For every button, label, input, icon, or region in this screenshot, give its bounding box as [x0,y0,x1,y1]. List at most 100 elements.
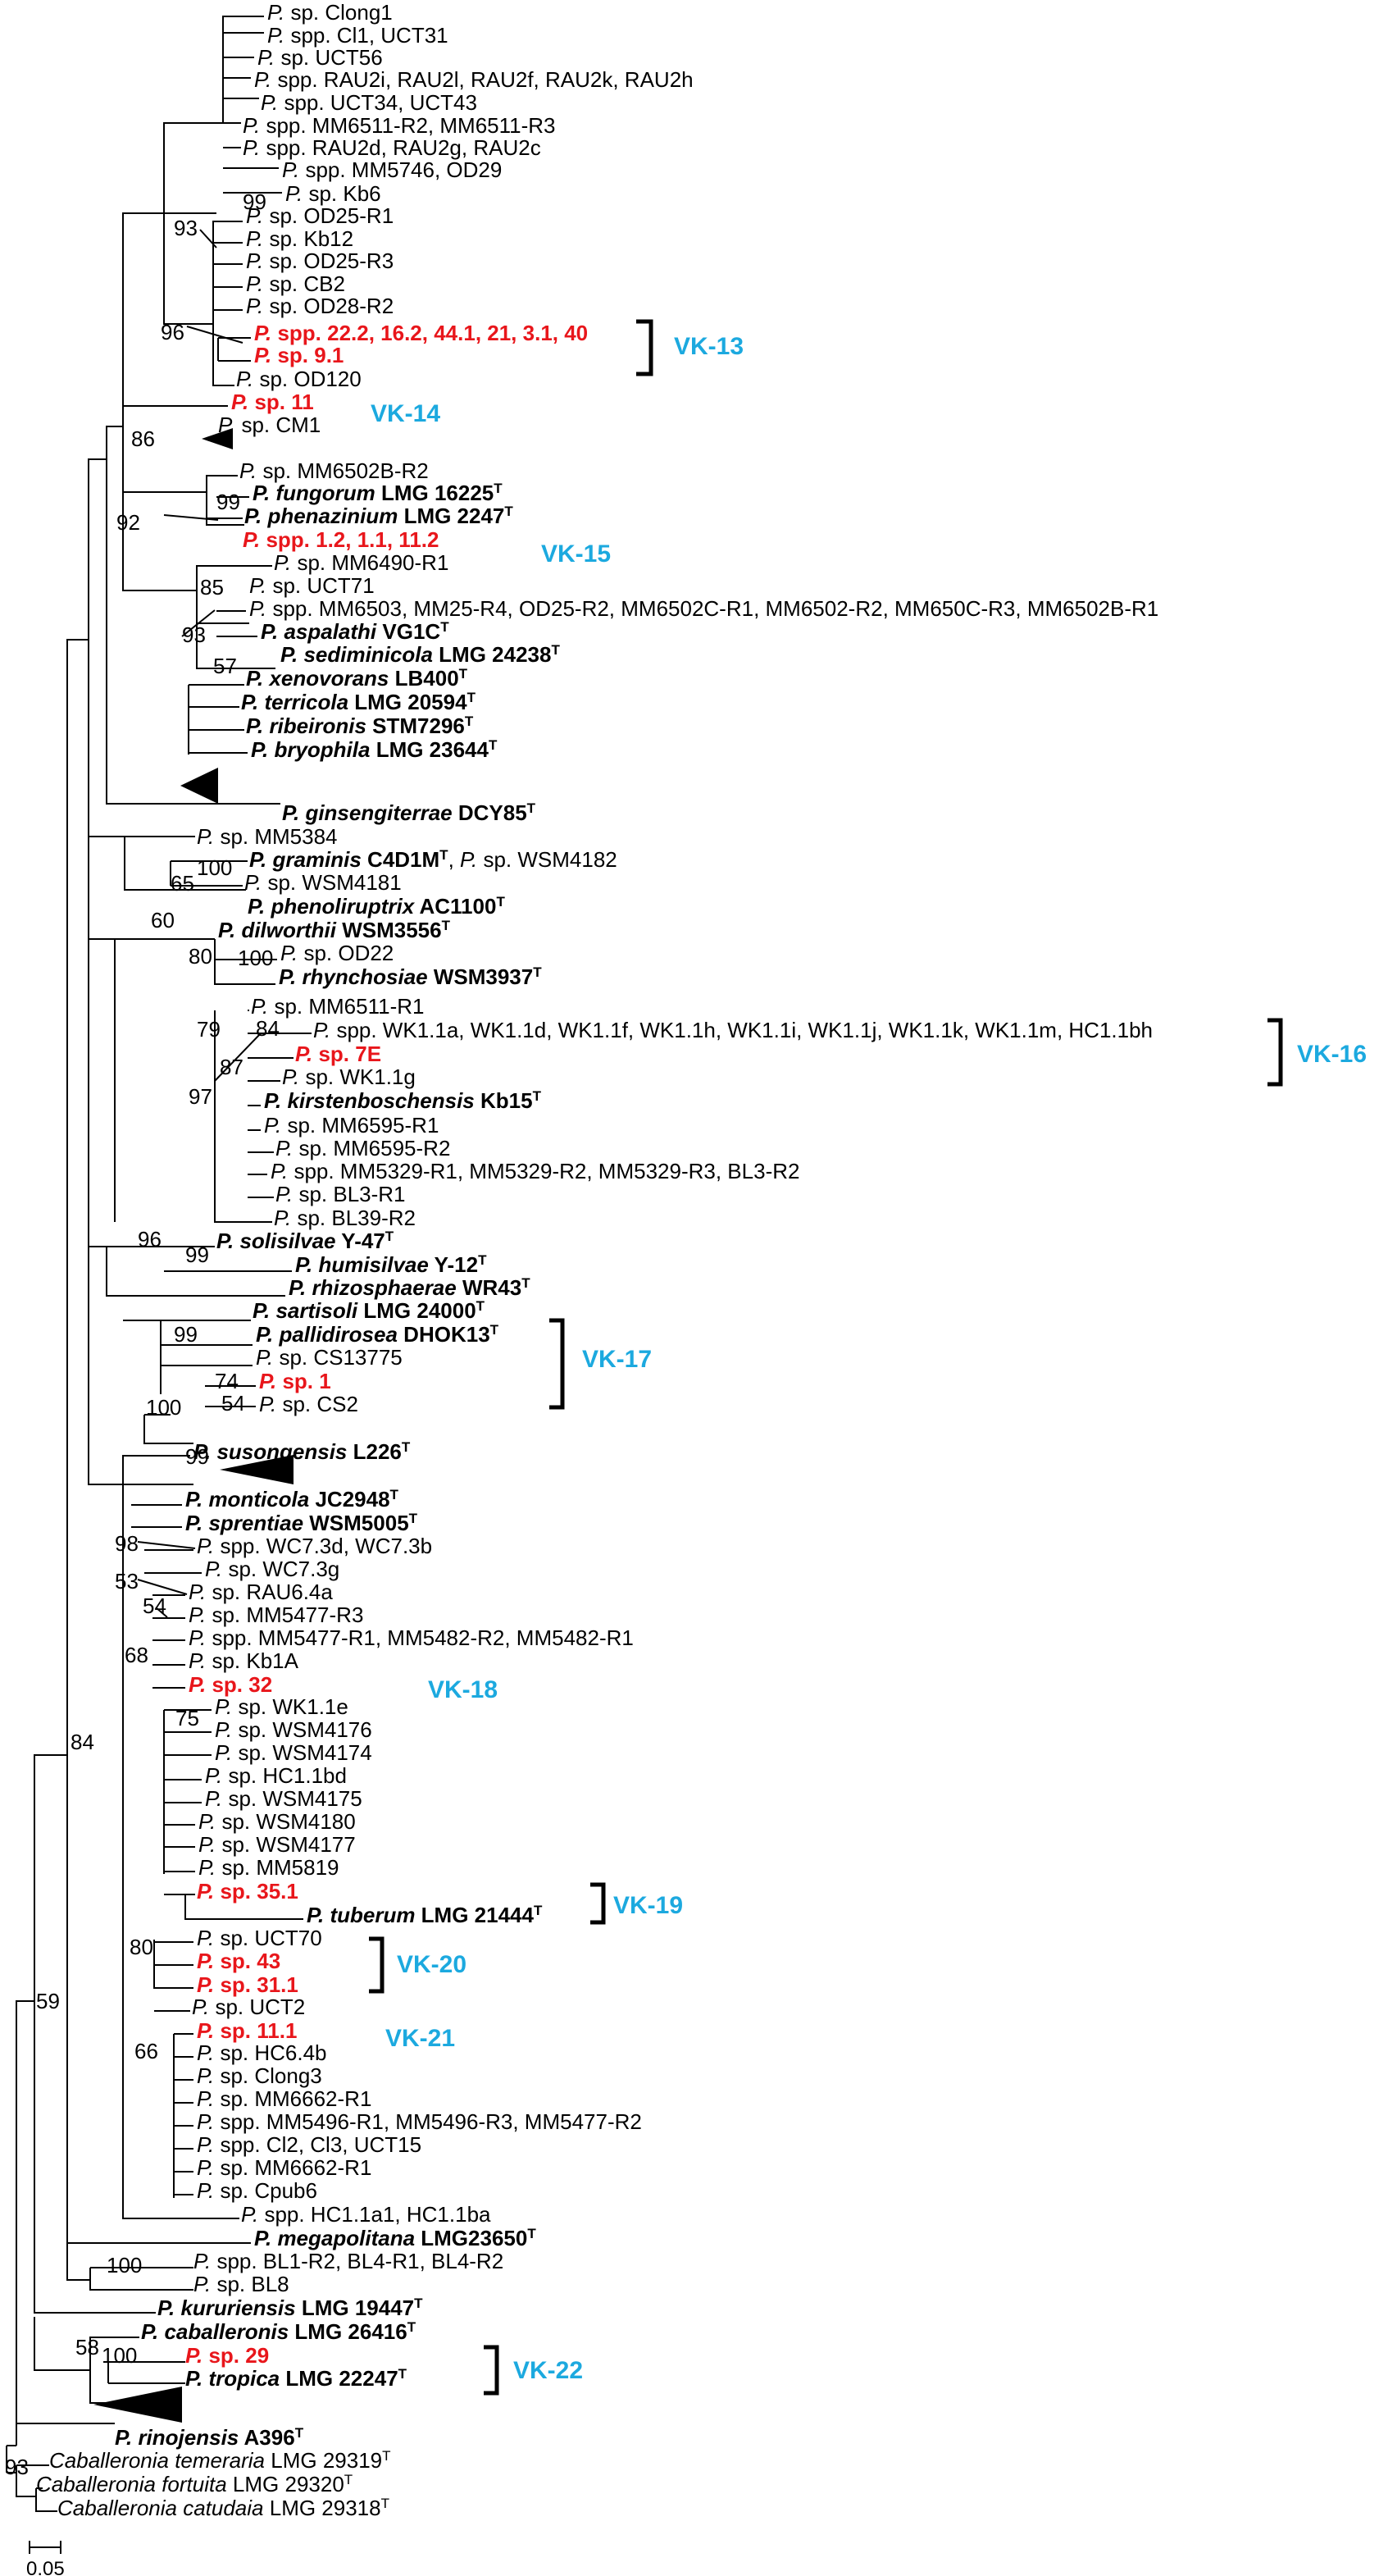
bootstrap-value: 68 [125,1643,148,1667]
bootstrap-value: 58 [75,2335,99,2359]
taxon-label: P. sp. MM6662-R1 [197,2155,371,2180]
bracket-vk-16 [1267,1018,1283,1087]
taxon-label: P. sp. 43 [197,1949,280,1973]
taxon-label: P. spp. RAU2i, RAU2l, RAU2f, RAU2k, RAU2… [254,67,694,92]
taxon-label: P. sp. 7E [295,1042,381,1066]
taxon-label: P. sp. 11 [231,390,314,414]
group-label-vk-18: VK-18 [428,1676,498,1703]
bootstrap-value: 74 [215,1369,239,1393]
bootstrap-value: 53 [115,1569,139,1593]
scale-bar-label: 0.05 [26,2558,65,2576]
taxon-label: P. sp. CS13775 [256,1345,403,1370]
taxon-label: P. sprentiae WSM5005T [185,1511,418,1536]
collapsed-clade-triangle [220,1455,294,1484]
taxon-label: P. graminis C4D1MT, P. sp. WSM4182 [249,847,617,873]
clade-brackets [369,319,1283,2396]
taxon-label: P. spp. UCT34, UCT43 [261,90,477,115]
taxon-label: P. sp. Kb1A [189,1648,299,1673]
taxon-label: P. megapolitana LMG23650T [254,2226,536,2251]
taxon-label: P. spp. MM6503, MM25-R4, OD25-R2, MM6502… [249,596,1158,621]
bootstrap-value: 57 [213,654,237,678]
bootstrap-value: 85 [200,575,224,600]
taxon-label: P. bryophila LMG 23644T [251,737,498,763]
taxon-label: P. phenazinium LMG 2247T [244,504,513,529]
taxon-label: P. sp. MM5477-R3 [189,1603,363,1627]
taxon-label: P. humisilvae Y-12T [295,1252,487,1278]
tree-branches [6,16,312,2512]
group-label-vk-14: VK-14 [371,400,440,427]
taxon-label: P. sp. UCT56 [257,45,383,70]
taxon-label: P. dilworthii WSM3556T [218,918,451,943]
taxon-label: P. sp. 9.1 [254,343,344,367]
bootstrap-value: 60 [151,908,175,932]
taxon-label: P. sp. HC1.1bd [205,1763,347,1788]
collapsed-clades [93,428,294,2423]
taxon-label: P. sp. 29 [185,2343,269,2368]
taxon-label: P. sp. 32 [189,1672,272,1697]
taxon-label: P. sp. MM6662-R1 [197,2086,371,2111]
taxon-label: P. spp. WK1.1a, WK1.1d, WK1.1f, WK1.1h, … [313,1018,1153,1042]
bootstrap-value: 99 [243,189,266,214]
taxon-label: P. susongensis L226T [193,1439,411,1465]
taxon-label: P. sp. Kb6 [285,181,381,206]
group-label-vk-20: VK-20 [397,1951,466,1978]
taxon-label: P. sp. BL8 [193,2272,289,2296]
taxon-label: P. solisilvae Y-47T [216,1229,394,1254]
taxon-label: P. phenoliruptrix AC1100T [248,894,505,919]
group-labels: VK-13VK-14VK-15VK-16VK-17VK-18VK-19VK-20… [371,333,1367,2384]
group-label-vk-13: VK-13 [674,333,744,360]
taxon-label: P. sp. 1 [259,1369,331,1393]
taxon-label: P. sp. UCT2 [192,1995,305,2019]
taxon-label: P. sp. Clong3 [197,2063,322,2088]
taxon-label: P. kirstenboschensis Kb15T [264,1088,542,1114]
bootstrap-value: 86 [131,426,155,451]
taxon-label: P. sp. WSM4174 [215,1740,372,1765]
taxon-label: P. sp. HC6.4b [197,2040,327,2065]
taxon-label: P. sp. OD120 [236,367,362,391]
taxon-label: P. sp. MM5819 [198,1855,339,1880]
taxon-label: P. sp. CM1 [218,413,321,437]
taxon-label: P. spp. BL1-R2, BL4-R1, BL4-R2 [193,2249,503,2273]
group-label-vk-21: VK-21 [385,2025,455,2052]
taxon-label: P. aspalathi VG1CT [261,619,449,645]
bootstrap-value: 79 [197,1017,221,1042]
taxon-label: P. sp. WK1.1e [215,1694,348,1719]
group-label-vk-22: VK-22 [513,2357,583,2384]
taxon-label: P. sp. 11.1 [197,2018,297,2043]
bootstrap-value: 84 [256,1016,280,1041]
bootstrap-value: 100 [238,946,273,970]
taxon-label: P. monticola JC2948T [185,1487,399,1512]
taxon-label: P. sp. RAU6.4a [189,1580,333,1604]
taxon-label: P. spp. MM5477-R1, MM5482-R2, MM5482-R1 [189,1625,634,1650]
taxon-label: P. sp. OD22 [280,941,394,965]
taxon-label: P. spp. MM5329-R1, MM5329-R2, MM5329-R3,… [271,1159,799,1183]
taxon-label: P. sp. MM6595-R1 [264,1113,439,1138]
taxon-label: P. sp. WSM4180 [198,1809,356,1834]
taxon-label: P. sp. Cpub6 [197,2178,317,2203]
bootstrap-value: 80 [130,1935,153,1959]
taxon-label: P. rhynchosiae WSM3937T [279,964,542,990]
taxon-label: P. sp. Kb12 [246,226,353,251]
taxon-label: P. sp. MM6502B-R2 [239,458,429,483]
taxon-label: P. tropica LMG 22247T [185,2366,407,2391]
taxon-label: P. sp. MM6595-R2 [275,1136,450,1160]
taxon-label: P. ginsengiterrae DCY85T [282,800,536,826]
bootstrap-value: 65 [171,871,194,896]
bootstrap-value: 99 [185,1444,209,1469]
bootstrap-value: 96 [138,1227,162,1252]
taxon-label: P. spp. WC7.3d, WC7.3b [197,1534,432,1558]
taxon-label: P. sp. WC7.3g [205,1557,339,1581]
taxon-label: P. rinojensis A396T [115,2425,304,2451]
bootstrap-value: 99 [185,1242,209,1267]
scale-bar: 0.05 [26,2541,65,2576]
taxon-label: P. spp. HC1.1a1, HC1.1ba [241,2202,491,2227]
bootstrap-value: 59 [36,1989,60,2013]
taxon-label: Caballeronia catudaia LMG 29318T [57,2496,389,2521]
taxon-label: P. spp. MM5496-R1, MM5496-R3, MM5477-R2 [197,2109,642,2134]
taxon-label: P. terricola LMG 20594T [241,690,476,715]
taxon-label: P. sartisoli LMG 24000T [253,1298,485,1324]
taxon-label: P. sp. BL39-R2 [274,1206,416,1230]
bootstrap-value: 87 [220,1055,243,1079]
bootstrap-value: 100 [197,855,232,880]
taxon-label: Caballeronia fortuita LMG 29320T [36,2472,353,2497]
